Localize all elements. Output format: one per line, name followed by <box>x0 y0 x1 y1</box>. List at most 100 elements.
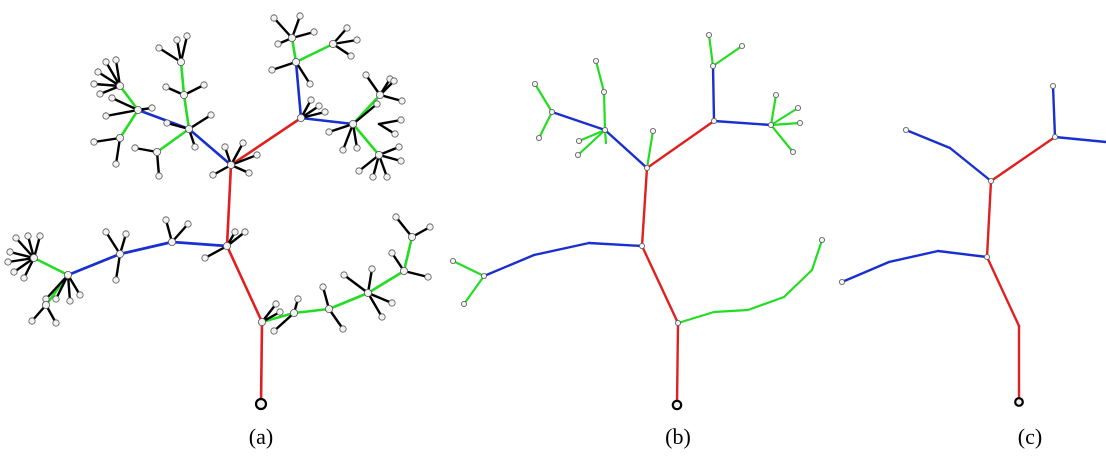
leaf-node <box>112 276 120 284</box>
leaf-branch <box>203 244 229 260</box>
leaf-node <box>102 112 110 120</box>
leaf-branch <box>229 141 245 167</box>
tree-node <box>116 133 125 142</box>
blue-branch <box>840 260 891 284</box>
leaf-node <box>28 317 36 325</box>
tree-node <box>576 137 583 144</box>
leaf-node <box>268 66 276 74</box>
leaf-node <box>191 143 199 151</box>
blue-branch <box>66 252 122 277</box>
tree-node <box>1052 133 1059 140</box>
leaf-node <box>6 248 14 256</box>
leaf-node <box>102 228 110 236</box>
green-branch <box>676 310 716 325</box>
blue-branch <box>936 249 989 259</box>
tree-node <box>575 151 582 158</box>
leaf-node <box>122 230 130 238</box>
blue-branch <box>603 128 649 170</box>
tree-node <box>42 300 51 309</box>
tree-node <box>184 125 193 134</box>
tree-node <box>375 91 384 100</box>
leaf-node <box>319 283 327 291</box>
green-branch <box>290 36 298 64</box>
leaf-branch <box>155 150 161 178</box>
leaf-node <box>321 108 329 116</box>
blue-branch <box>711 64 716 123</box>
leaf-node <box>155 172 163 180</box>
leaf-node <box>241 228 249 236</box>
tree-node <box>773 92 780 99</box>
green-branch <box>769 121 802 127</box>
tree-node <box>710 63 717 70</box>
leaf-node <box>276 308 284 316</box>
leaf-branch <box>8 250 36 260</box>
leaf-node <box>90 80 98 88</box>
leaf-branch <box>114 136 122 166</box>
leaf-branch <box>170 222 190 244</box>
blue-branch <box>1053 135 1106 144</box>
tree-node <box>176 58 185 67</box>
leaf-node <box>270 14 278 22</box>
red-branch <box>225 244 264 324</box>
panel-a-label: (a) <box>248 424 274 449</box>
leaf-node <box>94 68 102 76</box>
panel-b-label: (b) <box>665 424 691 449</box>
leaf-node <box>209 171 217 179</box>
leaf-node <box>339 146 347 154</box>
leaf-node <box>108 94 116 102</box>
leaf-node <box>162 216 170 224</box>
tree-node <box>167 237 176 246</box>
leaf-node <box>52 295 60 303</box>
green-branch <box>402 235 414 273</box>
leaf-branch <box>66 273 72 303</box>
green-branch <box>782 268 814 299</box>
leaf-node <box>426 223 434 231</box>
red-branch <box>989 135 1057 183</box>
leaf-branch <box>114 58 122 88</box>
leaf-branch <box>357 153 381 173</box>
leaf-branch <box>6 256 36 264</box>
leaf-node <box>52 319 60 327</box>
leaf-branch <box>96 70 122 88</box>
tree-node <box>593 58 600 65</box>
leaf-branch <box>92 136 122 144</box>
green-branch <box>602 90 607 132</box>
leaf-branch <box>366 291 394 305</box>
leaf-branch <box>351 102 379 126</box>
green-branch <box>537 110 554 140</box>
tree-node <box>289 308 298 317</box>
green-branch <box>32 256 70 277</box>
tree-node <box>222 241 231 250</box>
leaf-node <box>392 213 400 221</box>
leaf-branch <box>366 291 384 319</box>
tree-node <box>257 317 266 326</box>
tree-node <box>226 160 235 169</box>
leaf-node <box>200 81 208 89</box>
green-branch <box>577 128 607 143</box>
leaf-branch <box>114 252 122 282</box>
green-branch <box>769 106 800 127</box>
tree-node <box>64 270 73 279</box>
leaf-node <box>343 24 351 32</box>
tree-node <box>739 43 746 50</box>
leaf-node <box>163 119 171 127</box>
green-branch <box>182 93 191 131</box>
tree-node <box>790 148 797 155</box>
leaf-branch <box>157 46 183 64</box>
blue-branch <box>294 60 303 120</box>
root-node <box>671 399 683 411</box>
leaf-node <box>307 96 315 104</box>
tree-node <box>706 32 713 39</box>
tree-node <box>601 89 608 96</box>
leaf-branch <box>229 153 259 167</box>
red-branch <box>259 320 264 406</box>
leaf-node <box>90 138 98 146</box>
tree-node <box>460 300 467 307</box>
leaf-node <box>340 271 348 279</box>
leaf-node <box>373 100 381 108</box>
leaf-branch <box>299 110 327 120</box>
leaf-node <box>315 102 323 110</box>
leaf-node <box>20 274 28 282</box>
tree-node <box>179 91 188 100</box>
